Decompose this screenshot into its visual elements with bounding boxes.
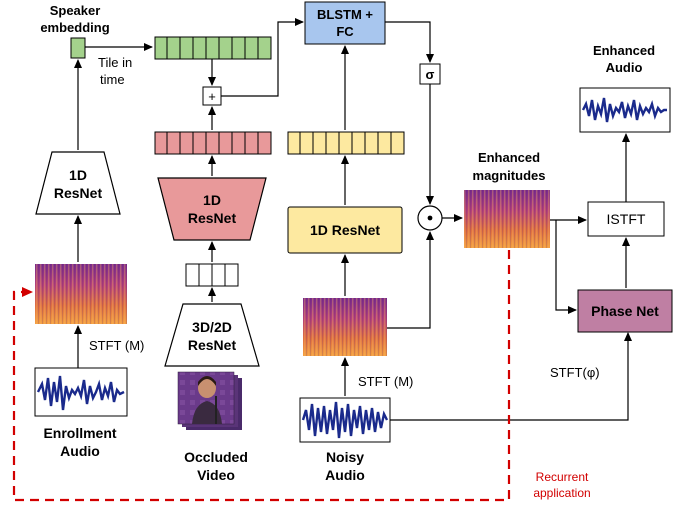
phase-net-block: Phase Net bbox=[577, 289, 673, 333]
noisy-audio-line2: Audio bbox=[325, 467, 365, 483]
istft-label: ISTFT bbox=[607, 211, 646, 227]
enrollment-audio-line1: Enrollment bbox=[43, 425, 116, 441]
istft-block: ISTFT bbox=[587, 201, 665, 237]
speaker-embedding-line1: Speaker bbox=[50, 3, 101, 18]
arrow-mag-to-phasenet bbox=[555, 220, 577, 314]
enhanced-audio-line1: Enhanced bbox=[593, 43, 655, 58]
phase-net-label: Phase Net bbox=[591, 303, 659, 319]
stft-phi-label: STFT(φ) bbox=[550, 365, 600, 380]
enhanced-magnitudes-line1: Enhanced bbox=[478, 150, 540, 165]
tiled-embedding-sequence bbox=[154, 36, 272, 60]
arrow-noisy-to-phasenet bbox=[390, 332, 632, 421]
resnet1d-mid-block: 1D ResNet bbox=[157, 177, 267, 241]
enhanced-audio-line2: Audio bbox=[606, 60, 643, 75]
resnet1d-left-line1: 1D bbox=[69, 167, 87, 183]
enhanced-magnitudes-line2: magnitudes bbox=[473, 168, 546, 183]
noisy-waveform bbox=[299, 397, 391, 443]
occluded-video-frames bbox=[177, 371, 242, 430]
resnet1d-left-block: 1D ResNet bbox=[35, 151, 121, 215]
occluded-video-line2: Video bbox=[197, 467, 235, 483]
audio-feature-sequence bbox=[287, 131, 405, 155]
tile-in-time-line2: time bbox=[100, 72, 125, 87]
blstm-fc-block: BLSTM + FC bbox=[304, 1, 386, 45]
arrow-blstm-to-sigma bbox=[385, 21, 434, 63]
enhanced-magnitudes-spectrogram bbox=[464, 190, 550, 248]
resnet3d-line1: 3D/2D bbox=[192, 319, 232, 335]
tile-in-time-line1: Tile in bbox=[98, 55, 132, 70]
blstm-line1: BLSTM + bbox=[317, 7, 373, 22]
enhanced-audio-waveform bbox=[579, 87, 671, 133]
elementwise-product-node bbox=[417, 205, 443, 231]
resnet1d-right-block: 1D ResNet bbox=[287, 206, 403, 254]
arrow-noisy-spec-to-dot bbox=[387, 231, 434, 329]
blstm-line2: FC bbox=[336, 24, 354, 39]
enrollment-spectrogram bbox=[35, 264, 127, 324]
speaker-embedding-label: Speaker embedding bbox=[40, 3, 109, 35]
recurrent-line2: application bbox=[533, 486, 590, 500]
resnet1d-mid-line2: ResNet bbox=[188, 210, 237, 226]
visual-embedding-sequence bbox=[185, 263, 239, 287]
speaker-embedding-block bbox=[70, 37, 86, 59]
speaker-embedding-line2: embedding bbox=[40, 20, 109, 35]
sigma-label: σ bbox=[426, 67, 435, 82]
resnet3d-block: 3D/2D ResNet bbox=[164, 303, 260, 367]
enrollment-audio-line2: Audio bbox=[60, 443, 100, 459]
plus-label: + bbox=[208, 89, 216, 104]
stft-m-right-label: STFT (M) bbox=[358, 374, 413, 389]
resnet3d-line2: ResNet bbox=[188, 337, 237, 353]
resnet1d-right-label: 1D ResNet bbox=[310, 222, 380, 238]
resnet1d-left-line2: ResNet bbox=[54, 185, 103, 201]
noisy-spectrogram bbox=[303, 298, 387, 356]
sigma-node: σ bbox=[419, 63, 441, 85]
recurrent-line1: Recurrent bbox=[536, 470, 589, 484]
video-feature-sequence bbox=[154, 131, 272, 155]
noisy-audio-line1: Noisy bbox=[326, 449, 364, 465]
resnet1d-mid-line1: 1D bbox=[203, 192, 221, 208]
arrow-plus-to-blstm bbox=[221, 18, 304, 97]
enrollment-waveform bbox=[34, 367, 128, 417]
recurrent-loop-path bbox=[12, 250, 511, 502]
stft-m-left-label: STFT (M) bbox=[89, 338, 144, 353]
occluded-video-line1: Occluded bbox=[184, 449, 248, 465]
